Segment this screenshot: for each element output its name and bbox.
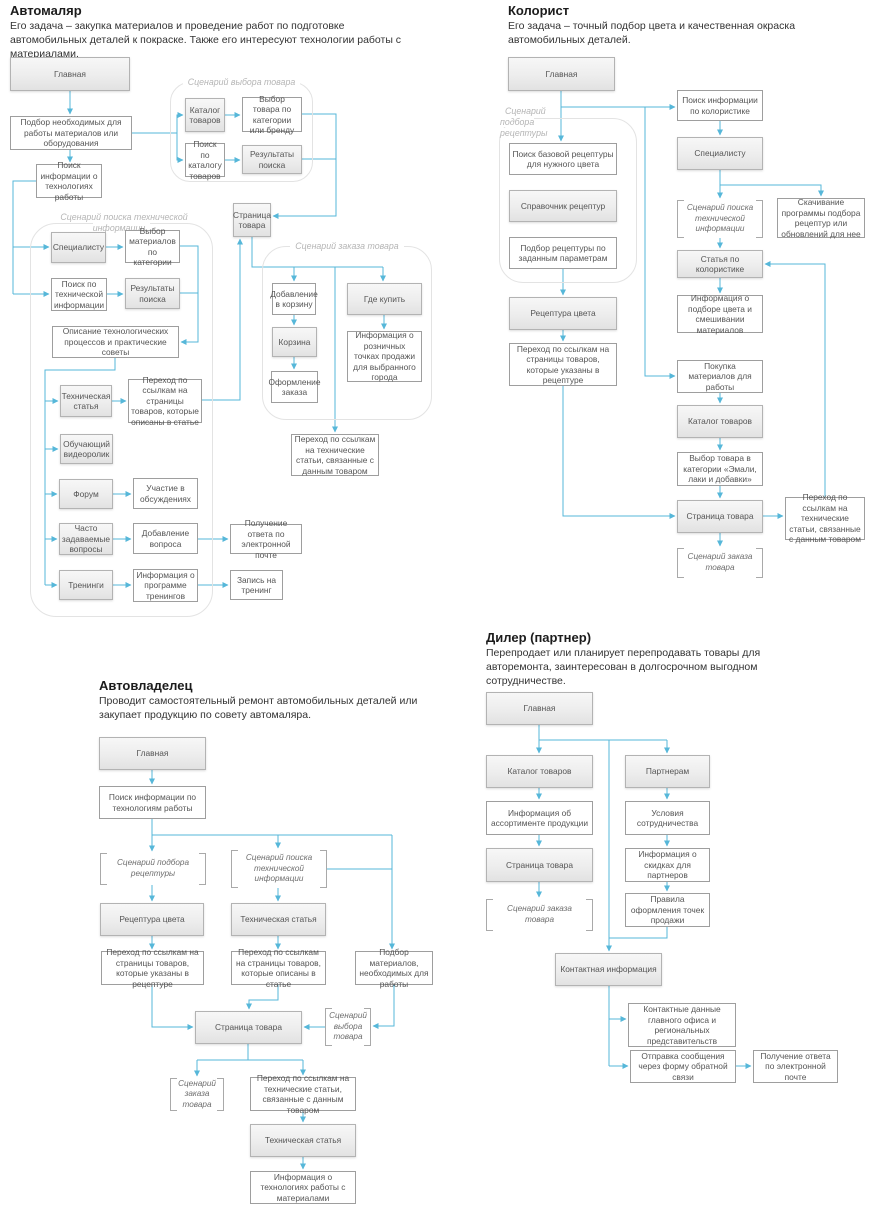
node-rezultaty-poiska-tech: Результаты поиска [125, 278, 180, 309]
scenario-ref-zakaz-tovara: Сценарий заказа товара [486, 899, 593, 931]
node-skachivanie-programmy: Скачивание программы подбора рецептур ил… [777, 197, 865, 239]
scenario-container-podbor-receptury [499, 118, 637, 283]
node-podbor-materialov: Подбор материалов, необходимых для работ… [355, 947, 433, 989]
node-otpravka-soobshcheniya: Отправка сообщения через форму обратной … [630, 1050, 736, 1083]
node-obuchayushchiy-video: Обучающий видеоролик [60, 434, 113, 464]
node-tech-statya: Техническая статья [60, 385, 112, 417]
node-info-skidki: Информация о скидках для партнеров [625, 848, 710, 882]
node-katalog-tovarov: Каталог товаров [677, 405, 763, 438]
node-perehod-tech-stati: Переход по ссылкам на технические статьи… [785, 492, 865, 544]
node-statya-po-koloristike: Статья по колористике [677, 250, 763, 278]
node-uchastie-obsuzhdeniya: Участие в обсуждениях [133, 478, 198, 509]
node-tech-statya-2: Техническая статья [250, 1124, 356, 1157]
node-dobavlenie-voprosa: Добавление вопроса [133, 523, 198, 554]
scenario-label-vybor-tovara: Сценарий выбора товара [170, 77, 313, 88]
node-kontaktnye-dannye: Контактные данные главного офиса и регио… [628, 1003, 736, 1047]
node-poisk-tech-info: Поиск по технической информации [51, 278, 107, 311]
node-perehod-opisany-v-statye: Переход по ссылкам на страницы товаров, … [128, 375, 202, 427]
node-podbor-materialov: Подбор необходимых для работы материалов… [10, 116, 132, 150]
node-katalog-tovarov: Каталог товаров [185, 98, 225, 132]
node-poisk-info-tech: Поиск информации о технологиях работы [36, 160, 102, 202]
scenario-ref-poisk-tech: Сценарий поиска технической информации [677, 200, 763, 238]
node-korzina: Корзина [272, 327, 317, 357]
scenario-ref-poisk-tech: Сценарий поиска технической информации [231, 850, 327, 888]
node-perehod-tech-stati: Переход по ссылкам на технические статьи… [250, 1073, 356, 1115]
scenario-ref-zakaz-tovara: Сценарий заказа товара [677, 548, 763, 578]
node-vybor-materialov-kategorii: Выбор материалов по категории [125, 226, 180, 267]
scenario-ref-vybor-tovara: Сценарий выбора товара [325, 1008, 371, 1046]
node-home: Главная [10, 57, 130, 91]
node-kontaktnaya-info: Контактная информация [555, 953, 662, 986]
node-spravochnik-receptur: Справочник рецептур [509, 190, 617, 222]
node-receptura-cveta: Рецептура цвета [509, 297, 617, 330]
node-forum: Форум [59, 479, 113, 509]
node-stranitsa-tovara: Страница товара [195, 1011, 302, 1044]
node-vybor-po-kategorii: Выбор товара по категории или бренду [242, 94, 302, 135]
node-usloviya-sotrudnichestva: Условия сотрудничества [625, 801, 710, 835]
node-pravila-oformleniya: Правила оформления точек продажи [625, 893, 710, 927]
node-stranitsa-tovara: Страница товара [677, 500, 763, 533]
node-partneram: Партнерам [625, 755, 710, 788]
node-info-podbor-cveta: Информация о подборе цвета и смешивании … [677, 293, 763, 335]
node-gde-kupit: Где купить [347, 283, 422, 315]
node-perehod-ukazany-v-recepture: Переход по ссылкам на страницы товаров, … [509, 343, 617, 386]
node-oformlenie-zakaza: Оформление заказа [269, 371, 321, 403]
node-perehod-opisany-v-statye: Переход по ссылкам на страницы товаров, … [231, 947, 326, 989]
node-rezultaty-poiska: Результаты поиска [242, 145, 302, 174]
node-stranitsa-tovara: Страница товара [486, 848, 593, 882]
node-programma-treningov: Информация о программе тренингов [133, 569, 198, 602]
node-poisk-bazovoy-receptury: Поиск базовой рецептуры для нужного цвет… [509, 143, 617, 175]
persona-title-avtovladelets: Автовладелец [99, 678, 193, 693]
scenario-label-zakaz-tovara: Сценарий заказа товара [262, 241, 432, 252]
node-opisanie-processov: Описание технологических процессов и пра… [52, 326, 179, 358]
persona-description-avtovladelets: Проводит самостоятельный ремонт автомоби… [99, 695, 418, 722]
node-dobavlenie-v-korzinu: Добавление в корзину [270, 283, 318, 315]
persona-description-diler: Перепродает или планирует перепродавать … [486, 647, 761, 688]
persona-title-diler: Дилер (партнер) [486, 630, 592, 645]
scenario-ref-podbor-receptury: Сценарий подбора рецептуры [100, 853, 206, 885]
node-poisk-po-koloristike: Поиск информации по колористике [677, 90, 763, 121]
scenario-ref-zakaz-tovara: Сценарий заказа товара [170, 1078, 224, 1111]
node-home: Главная [99, 737, 206, 770]
node-info-tech-raboty: Информация о технологиях работы с матери… [250, 1171, 356, 1204]
node-poisk-po-katalogu: Поиск по каталогу товаров [185, 139, 225, 181]
node-home: Главная [486, 692, 593, 725]
persona-title-avtomalyar: Автомаляр [10, 3, 82, 18]
node-info-assortiment: Информация об ассортименте продукции [486, 801, 593, 835]
node-treningi: Тренинги [59, 570, 113, 600]
node-pokupka-materialov: Покупка материалов для работы [677, 360, 763, 393]
node-tech-statya: Техническая статья [231, 903, 326, 936]
node-chasto-voprosy: Часто задаваемые вопросы [59, 523, 113, 555]
persona-description-avtomalyar: Его задача – закупка материалов и провед… [10, 20, 402, 61]
node-zapis-trening: Запись на тренинг [230, 570, 283, 600]
persona-description-kolorist: Его задача – точный подбор цвета и качес… [508, 20, 796, 47]
node-perehod-tech-stati: Переход по ссылкам на технические статьи… [291, 434, 379, 476]
node-stranitsa-tovara: Страница товара [233, 203, 271, 237]
scenario-label-poisk-tech: Сценарий поиска технической информации [30, 212, 213, 234]
node-perehod-ukazany-v-recepture: Переход по ссылкам на страницы товаров, … [101, 947, 204, 989]
node-otvet-email: Получение ответа по электронной почте [753, 1050, 838, 1083]
node-spetsialistu: Специалисту [51, 232, 106, 263]
node-katalog-tovarov: Каталог товаров [486, 755, 593, 788]
node-home: Главная [508, 57, 615, 91]
node-poisk-info-tech: Поиск информации по технологиям работы [99, 786, 206, 819]
persona-title-kolorist: Колорист [508, 3, 570, 18]
scenario-label-podbor-receptury: Сценарий подбора рецептуры [500, 106, 562, 139]
node-vybor-emali: Выбор товара в категории «Эмали, лаки и … [677, 452, 763, 486]
node-receptura-cveta: Рецептура цвета [100, 903, 204, 936]
node-otvet-email: Получение ответа по электронной почте [230, 518, 302, 560]
node-roznichnye-tochki: Информация о розничных точках продажи дл… [347, 330, 422, 382]
node-podbor-receptury: Подбор рецептуры по заданным параметрам [509, 237, 617, 269]
node-spetsialistu: Специалисту [677, 137, 763, 170]
